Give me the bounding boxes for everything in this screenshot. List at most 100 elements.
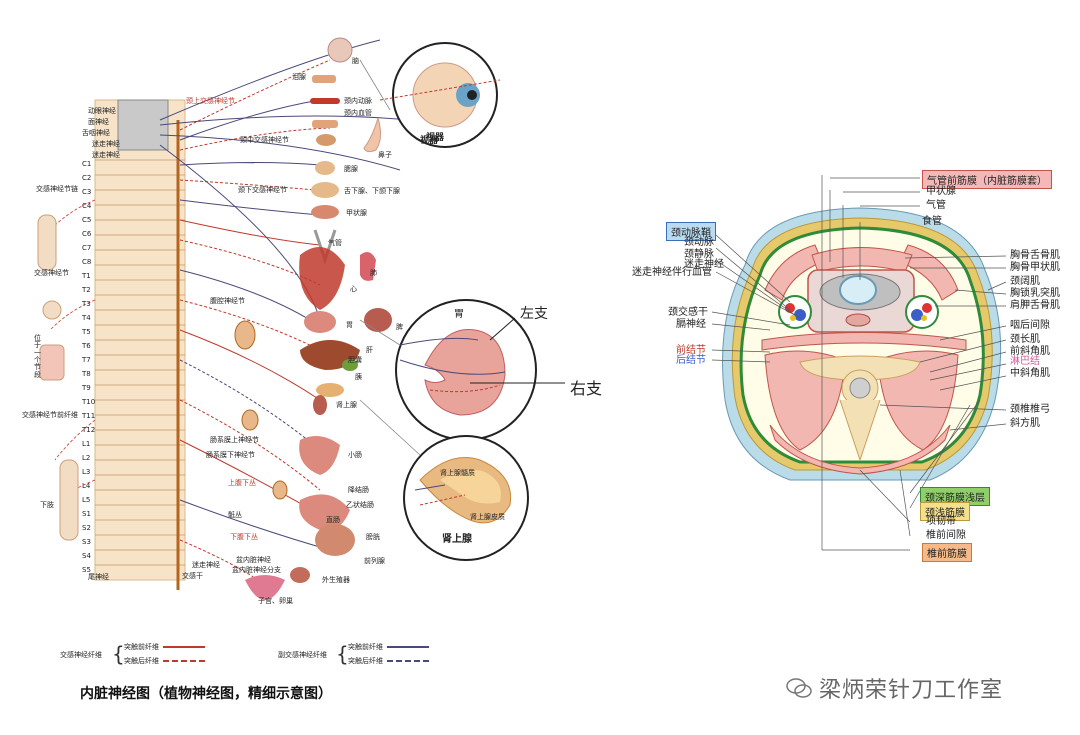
segment-label: C4 (82, 202, 92, 210)
right-label: 中斜角肌 (1010, 368, 1050, 379)
nerve-label: 下腹下丛 (230, 533, 258, 541)
organ-label: 降结肠 (348, 486, 369, 494)
cranial-label: 迷走神经 (92, 140, 120, 148)
stomach-title: 胃 (454, 309, 464, 320)
adrenal-label: 肾上腺皮质 (470, 513, 505, 521)
segment-label: T7 (82, 356, 91, 364)
right-label: 斜方肌 (1010, 418, 1040, 429)
cranial-label: 面神经 (88, 118, 109, 126)
legend-sym-pre: 突触前纤维 (124, 642, 205, 652)
label-anterior-tubercle: 前结节 (676, 345, 706, 356)
left-side-label: 下肢 (40, 501, 54, 509)
nerve-illustration (37, 37, 565, 600)
organ-label: 舌下腺、下颌下腺 (344, 187, 400, 195)
legend: 交感神经纤维 { 突触前纤维 突触后纤维 副交感神经纤维 { 突触前纤维 突触后… (60, 640, 480, 670)
cranial-label: 动眼神经 (88, 107, 116, 115)
segment-label: C6 (82, 230, 92, 238)
organ-label: 乙状结肠 (346, 501, 374, 509)
organ-label: 前列腺 (364, 557, 385, 565)
vertical-segment-label: 位于一个节段 (34, 334, 41, 379)
right-branch-label: 右支 (570, 379, 603, 398)
segment-label: S4 (82, 552, 91, 560)
organ-label: 腮腺 (344, 165, 358, 173)
nerve-label: 迷走神经 (192, 561, 220, 569)
nerve-label: 尾神经 (88, 573, 109, 581)
organ-label: 鼻子 (378, 151, 392, 159)
cranial-label: 舌咽神经 (82, 129, 110, 137)
label-esophagus: 食管 (922, 216, 942, 227)
organ-label: 心 (350, 285, 357, 293)
segment-label: T10 (82, 398, 96, 406)
legend-para-pre-line (387, 646, 429, 648)
legend-sympathetic: 交感神经纤维 (60, 651, 102, 659)
organ-label: 肝 (366, 346, 373, 354)
left-side-label: 交感神经节链 (36, 185, 78, 193)
wechat-icon (785, 677, 813, 699)
right-label-lymph: 淋巴结 (1010, 356, 1040, 367)
segment-label: L1 (82, 440, 91, 448)
segment-label: S2 (82, 524, 91, 532)
organ-label: 气管 (328, 239, 342, 247)
organ-label: 小肠 (348, 451, 362, 459)
right-label: 颈阔肌 (1010, 276, 1040, 287)
label-trachea: 气管 (926, 200, 946, 211)
segment-label: T11 (82, 412, 96, 420)
organ-label: 泪腺 (292, 73, 306, 81)
organ-label: 外生殖器 (322, 576, 350, 584)
left-branch-label: 左支 (520, 306, 548, 322)
adrenal-title: 肾上腺 (442, 534, 472, 545)
legend-sym-post: 突触后纤维 (124, 656, 205, 666)
legend-para-pre-text: 突触前纤维 (348, 643, 383, 651)
segment-label: T12 (82, 426, 96, 434)
nerve-label: 颈中交感神经节 (240, 136, 289, 144)
organ-label: 肺 (370, 269, 377, 277)
watermark-text: 梁炳荣针刀工作室 (819, 678, 1004, 703)
segment-label: S3 (82, 538, 91, 546)
segment-label: T9 (82, 384, 91, 392)
label-vagus-nerve: 迷走神经 (684, 259, 724, 270)
label-superficial-fascia: 颈浅筋膜 (920, 502, 970, 521)
segment-label: S5 (82, 566, 91, 574)
right-label: 前斜角肌 (1010, 346, 1050, 357)
label-nuchal-ligament: 项韧带 (926, 516, 956, 527)
label-phrenic-nerve: 膈神经 (676, 319, 706, 330)
segment-label: L5 (82, 496, 91, 504)
organ-label: 颈内动脉 (344, 97, 372, 105)
segment-label: C7 (82, 244, 92, 252)
segment-label: T4 (82, 314, 91, 322)
segment-label: T6 (82, 342, 91, 350)
legend-para-post: 突触后纤维 (348, 656, 429, 666)
label-brain: 脑 (352, 57, 359, 65)
nerve-label: 上腹下丛 (228, 479, 256, 487)
nerve-label: 交感干 (182, 572, 203, 580)
organ-label: 肾上腺 (336, 401, 357, 409)
cranial-label: 迷走神经 (92, 151, 120, 159)
organ-label: 胰 (355, 373, 362, 381)
right-label: 胸骨甲状肌 (1010, 262, 1060, 273)
nerve-label: 颈上交感神经节 (186, 97, 235, 105)
segment-label: T5 (82, 328, 91, 336)
organ-label: 颈内血管 (344, 109, 372, 117)
organ-label: 胆囊 (348, 356, 362, 364)
legend-sym-pre-text: 突触前纤维 (124, 643, 159, 651)
legend-para-post-line (387, 660, 429, 662)
label-prevertebral-space: 椎前间隙 (926, 530, 966, 541)
legend-parasympathetic: 副交感神经纤维 (278, 651, 327, 659)
legend-sym-post-line (163, 660, 205, 662)
legend-para-post-text: 突触后纤维 (348, 657, 383, 665)
label-jugular-vein: 颈静脉 (684, 249, 714, 260)
left-caption: 内脏神经图（植物神经图，精细示意图） (80, 686, 332, 702)
right-label: 肩胛舌骨肌 (1010, 300, 1060, 311)
segment-label: L2 (82, 454, 91, 462)
label-carotid-sheath: 颈动脉鞘 (666, 222, 716, 241)
legend-brace-2: { (336, 642, 349, 666)
watermark: 梁炳荣针刀工作室 (785, 672, 1003, 704)
segment-label: L3 (82, 468, 91, 476)
segment-label: T1 (82, 272, 91, 280)
right-label: 颈长肌 (1010, 334, 1040, 345)
left-side-label: 交感神经节 (34, 269, 69, 277)
adrenal-label: 肾上腺髓质 (440, 469, 475, 477)
segment-label: C1 (82, 160, 92, 168)
label-pretracheal-fascia: 气管前筋膜（内脏筋膜套） (922, 170, 1052, 189)
label-carotid-artery: 颈动脉 (684, 237, 714, 248)
